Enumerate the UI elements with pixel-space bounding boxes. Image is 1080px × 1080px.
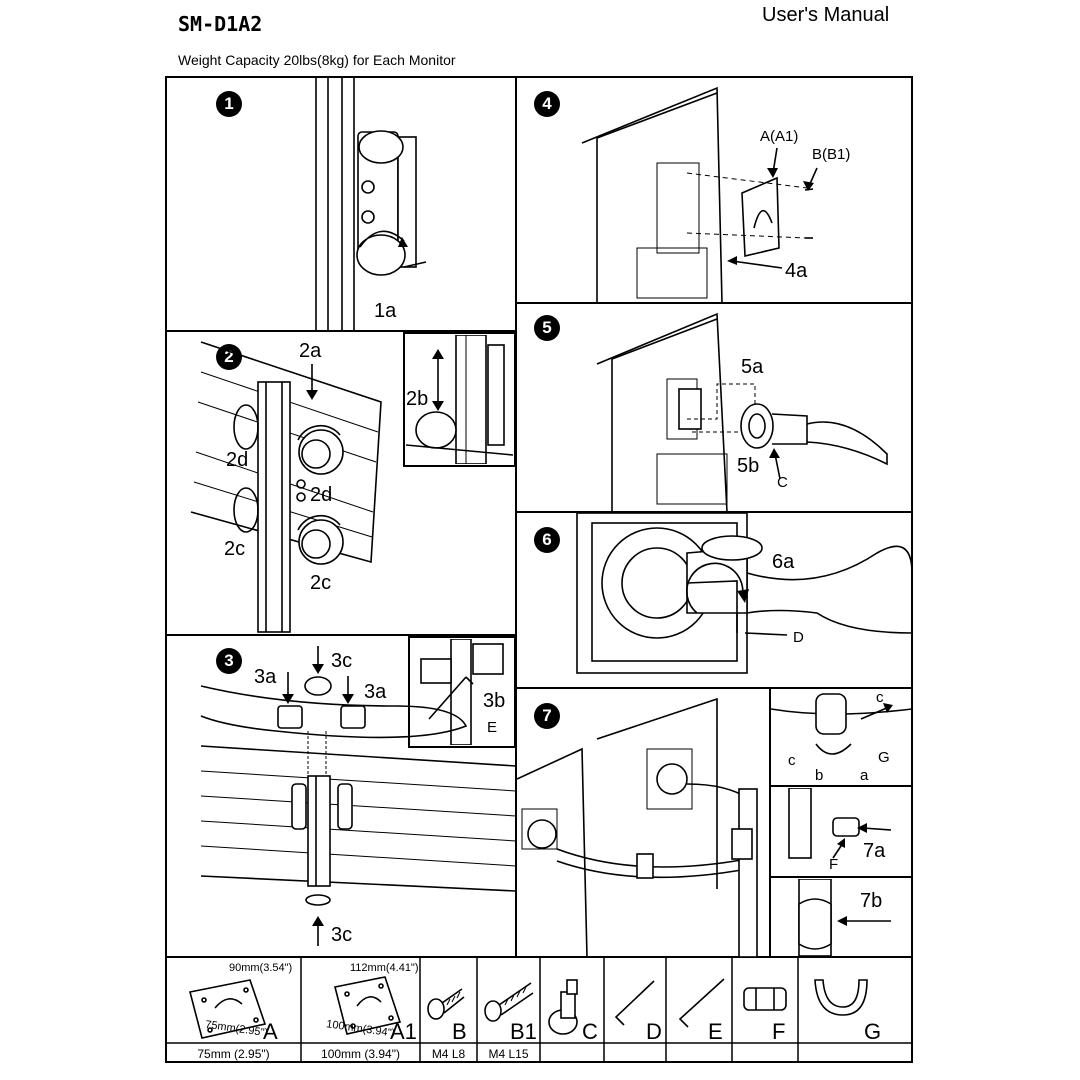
long-screw-icon xyxy=(484,982,534,1022)
step-6-illustration xyxy=(576,513,912,674)
part-b-spec: M4 L8 xyxy=(431,1047,466,1061)
step-2c-label-right: 2c xyxy=(310,572,332,594)
step-4-illustration xyxy=(581,86,818,303)
part-f-letter: F xyxy=(772,1019,786,1044)
step-7b-label: 7b xyxy=(860,890,883,912)
part-b1-spec: M4 L15 xyxy=(488,1047,529,1061)
part-c-callout: C xyxy=(777,474,788,491)
step-4a-label: 4a xyxy=(785,260,808,282)
step-2d-label-right: 2d xyxy=(310,484,333,506)
step-3-illustration xyxy=(200,646,516,946)
part-a1-letter: A1 xyxy=(390,1019,417,1044)
short-screw-icon xyxy=(427,988,465,1020)
step-3-e-label: E xyxy=(487,719,498,736)
step-3c-label-top: 3c xyxy=(331,650,353,672)
manual-title: User's Manual xyxy=(762,4,890,26)
step-1a-label: 1a xyxy=(374,300,397,322)
plate-icon xyxy=(189,979,267,1039)
step-7-a-callout: a xyxy=(860,767,869,784)
step-1-badge: 1 xyxy=(216,91,242,117)
step-5-illustration xyxy=(596,312,888,512)
step-2b-label: 2b xyxy=(406,388,429,410)
step-7-inset-top xyxy=(771,693,912,755)
step-5a-label: 5a xyxy=(741,356,764,378)
step-7b-inset xyxy=(798,879,891,956)
part-f-callout: F xyxy=(829,856,839,873)
step-6a-label: 6a xyxy=(772,551,795,573)
part-b-letter: B xyxy=(452,1019,467,1044)
part-g-letter: G xyxy=(864,1019,882,1044)
step-5b-label: 5b xyxy=(737,455,760,477)
part-d-callout: D xyxy=(793,629,804,646)
part-e-letter: E xyxy=(708,1019,723,1044)
part-b1-letter: B1 xyxy=(510,1019,537,1044)
allen-key-icon xyxy=(678,978,725,1028)
thumb-screw-icon xyxy=(548,979,578,1035)
step-3b-inset xyxy=(420,639,504,745)
step-2-illustration xyxy=(190,341,382,633)
cable-clip-icon xyxy=(743,987,787,1011)
step-3c-label-bottom: 3c xyxy=(331,924,353,946)
step-6-badge: 6 xyxy=(534,527,560,553)
step-7a-inset xyxy=(788,788,892,859)
part-a1-spec: 100mm (3.94") xyxy=(321,1047,400,1061)
plate-icon xyxy=(334,976,402,1035)
part-a-dim-top: 90mm(3.54") xyxy=(229,962,293,974)
step-2a-label: 2a xyxy=(299,340,322,362)
step-3a-label-right: 3a xyxy=(364,681,387,703)
step-2d-label-left: 2d xyxy=(226,449,249,471)
step-3a-label-left: 3a xyxy=(254,666,277,688)
part-b-callout: B(B1) xyxy=(812,146,851,163)
part-a-letter: A xyxy=(263,1019,278,1044)
step-7-c-callout-left: c xyxy=(788,752,796,769)
part-a-spec: 75mm (2.95") xyxy=(197,1047,270,1061)
step-3b-label: 3b xyxy=(483,690,506,712)
part-a-callout: A(A1) xyxy=(760,128,799,145)
step-2c-label-left: 2c xyxy=(224,538,246,560)
step-7-c-callout-top: c xyxy=(876,689,884,706)
step-2b-inset xyxy=(406,335,513,464)
step-7-badge: 7 xyxy=(534,703,560,729)
step-7-illustration xyxy=(517,697,758,957)
part-d-letter: D xyxy=(646,1019,662,1044)
step-7-b-callout: b xyxy=(815,767,824,784)
instruction-frame xyxy=(165,76,913,1063)
cable-cover-icon xyxy=(814,979,868,1016)
part-a1-dim-top: 112mm(4.41") xyxy=(350,962,419,974)
model-number: SM-D1A2 xyxy=(178,12,263,36)
step-5-badge: 5 xyxy=(534,315,560,341)
step-4-badge: 4 xyxy=(534,91,560,117)
step-7a-label: 7a xyxy=(863,840,886,862)
part-g-callout: G xyxy=(878,749,890,766)
allen-key-icon xyxy=(614,980,655,1026)
step-3-badge: 3 xyxy=(216,648,242,674)
step-1-illustration xyxy=(315,77,427,331)
part-c-letter: C xyxy=(582,1019,598,1044)
weight-capacity: Weight Capacity 20lbs(8kg) for Each Moni… xyxy=(178,52,456,68)
